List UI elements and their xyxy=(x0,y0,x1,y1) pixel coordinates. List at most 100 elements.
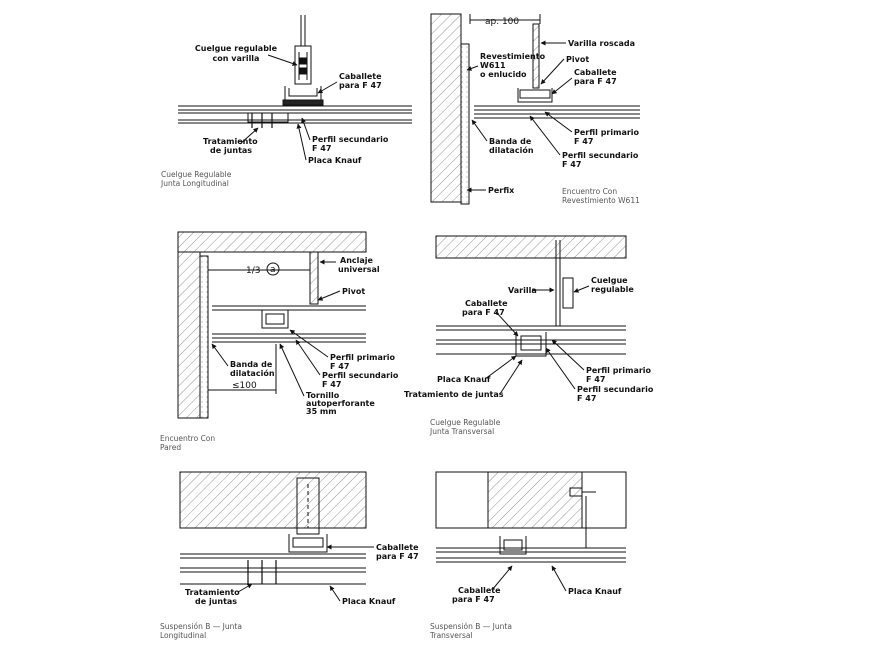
leader-perfil-sec xyxy=(301,117,311,141)
label-perfil-sec-2: F 47 xyxy=(322,380,341,389)
label-tratamiento: Tratamiento de juntas xyxy=(404,390,504,399)
label-cuelgue: Cuelgue xyxy=(591,276,628,285)
leader-caballete xyxy=(551,77,573,95)
label-varilla: Varilla roscada xyxy=(568,39,635,48)
slab-section xyxy=(487,471,583,529)
suspension-b-hanger xyxy=(288,477,328,553)
label-cuelgue-2: regulable xyxy=(591,285,634,294)
leader-placa xyxy=(296,123,307,161)
leader-pivot xyxy=(540,58,565,85)
leader-cuelgue xyxy=(573,285,590,293)
slab-section xyxy=(435,235,627,259)
label-pivot: Pivot xyxy=(566,55,589,64)
label-perfil-sec: Perfil secundario xyxy=(577,385,654,394)
dimension-text: ap. 100 xyxy=(485,17,519,27)
leader-placa xyxy=(329,585,341,602)
label-tratamiento: Tratamiento xyxy=(203,137,258,146)
label-revestimiento: Revestimiento xyxy=(480,52,546,61)
leader-banda xyxy=(471,119,488,142)
label-perfil-sec: Perfil secundario xyxy=(562,151,639,160)
detail-cuelgue-longitudinal: Cuelgue regulable con varilla Caballete … xyxy=(160,15,412,188)
label-placa: Placa Knauf xyxy=(437,375,491,384)
label-varilla: Varilla xyxy=(508,286,537,295)
label-perfil-sec-2: F 47 xyxy=(577,394,596,403)
label-caballete-2: para F 47 xyxy=(376,552,419,561)
label-anclaje-2: universal xyxy=(338,265,380,274)
caption-d5: Suspensión B — Junta xyxy=(160,622,242,631)
saddle-clip xyxy=(282,86,324,106)
dimension-text: 1/3 xyxy=(246,266,260,276)
caption-d2: Encuentro Con xyxy=(562,187,617,196)
label-pivot: Pivot xyxy=(342,287,365,296)
leader-perfil-sec xyxy=(545,347,576,390)
leader-tratamiento xyxy=(237,583,253,593)
saddle-clip xyxy=(517,88,553,103)
detail-suspension-transversal: Caballete para F 47 Placa Knauf Suspensi… xyxy=(429,471,627,640)
ceiling-profile-layers xyxy=(212,305,366,343)
label-perfil-prim-2: F 47 xyxy=(574,137,593,146)
leader-perfil-sec xyxy=(295,339,321,376)
dimension-bottom-text: ≤100 xyxy=(232,381,257,391)
wall-lining xyxy=(460,43,470,205)
label-revestimiento-2: W611 xyxy=(480,61,506,70)
leader-revestimiento xyxy=(466,65,479,71)
leader-caballete xyxy=(495,311,519,337)
leader-caballete xyxy=(491,565,513,591)
leader-perfil-prim xyxy=(289,329,329,358)
caption-d3-2: Pared xyxy=(160,443,181,452)
caption-d6-2: Transversal xyxy=(429,631,473,640)
label-perfil-prim: Perfil primario xyxy=(586,366,652,375)
label-perfil-sec-2: F 47 xyxy=(562,160,581,169)
label-perfil-prim: Perfil primario xyxy=(574,128,640,137)
label-placa: Placa Knauf xyxy=(308,156,362,165)
label-caballete: Caballete xyxy=(465,299,508,308)
label-tratamiento: Tratamiento xyxy=(185,588,240,597)
label-perfil-sec: Perfil secundario xyxy=(322,371,399,380)
wall-anchor xyxy=(569,487,596,548)
saddle-clip xyxy=(515,332,547,357)
label-perfil-sec-2: F 47 xyxy=(312,144,331,153)
caption-d2-2: Revestimiento W611 xyxy=(562,196,640,205)
leader-placa xyxy=(551,565,567,592)
label-caballete-2: para F 47 xyxy=(462,308,505,317)
slab-section xyxy=(177,231,367,253)
label-cuelgue-2: con varilla xyxy=(213,54,260,63)
label-anclaje: Anclaje xyxy=(340,256,374,265)
label-banda-2: dilatación xyxy=(489,145,534,155)
leader-tornillo xyxy=(279,343,305,397)
label-perfil-sec: Perfil secundario xyxy=(312,135,389,144)
dimension-ap100 xyxy=(469,14,541,24)
leader-cuelgue xyxy=(267,54,298,66)
label-caballete-2: para F 47 xyxy=(339,81,382,90)
label-caballete: Caballete xyxy=(574,68,617,77)
label-banda-2: dilatación xyxy=(230,368,275,378)
wall-section xyxy=(177,251,201,419)
label-tornillo: Tornillo xyxy=(306,391,340,400)
saddle-clip xyxy=(499,536,527,555)
leader-tratamiento xyxy=(239,127,259,145)
label-banda: Banda de xyxy=(489,137,532,146)
leader-placa xyxy=(484,355,517,380)
caption-d1: Cuelgue Regulable xyxy=(161,170,232,179)
detail-cuelgue-transversal: Varilla Cuelgue regulable Caballete para… xyxy=(404,235,654,436)
label-banda: Banda de xyxy=(230,360,273,369)
label-tratamiento-2: de juntas xyxy=(195,597,237,606)
ceiling-profile-layers xyxy=(180,553,366,585)
rod-hanger xyxy=(294,15,312,85)
caption-d5-2: Longitudinal xyxy=(160,631,206,640)
leader-caballete xyxy=(317,81,338,94)
label-caballete: Caballete xyxy=(458,586,501,595)
label-cuelgue: Cuelgue regulable xyxy=(195,44,278,53)
label-placa: Placa Knauf xyxy=(568,587,622,596)
label-revestimiento-3: o enlucido xyxy=(480,70,527,79)
detail-encuentro-pared: 1/3 a ≤100 Anclaje universal Pivot Banda… xyxy=(160,231,399,452)
ceiling-profile-layers xyxy=(436,325,626,355)
anchor-rod xyxy=(309,251,319,305)
caption-d6: Suspensión B — Junta xyxy=(430,622,512,631)
leader-perfil-sec xyxy=(529,115,561,156)
threaded-rod xyxy=(532,23,540,89)
leader-perfil-prim xyxy=(551,339,585,371)
wall-section xyxy=(430,13,462,203)
dimension-symbol-circle xyxy=(266,262,280,276)
